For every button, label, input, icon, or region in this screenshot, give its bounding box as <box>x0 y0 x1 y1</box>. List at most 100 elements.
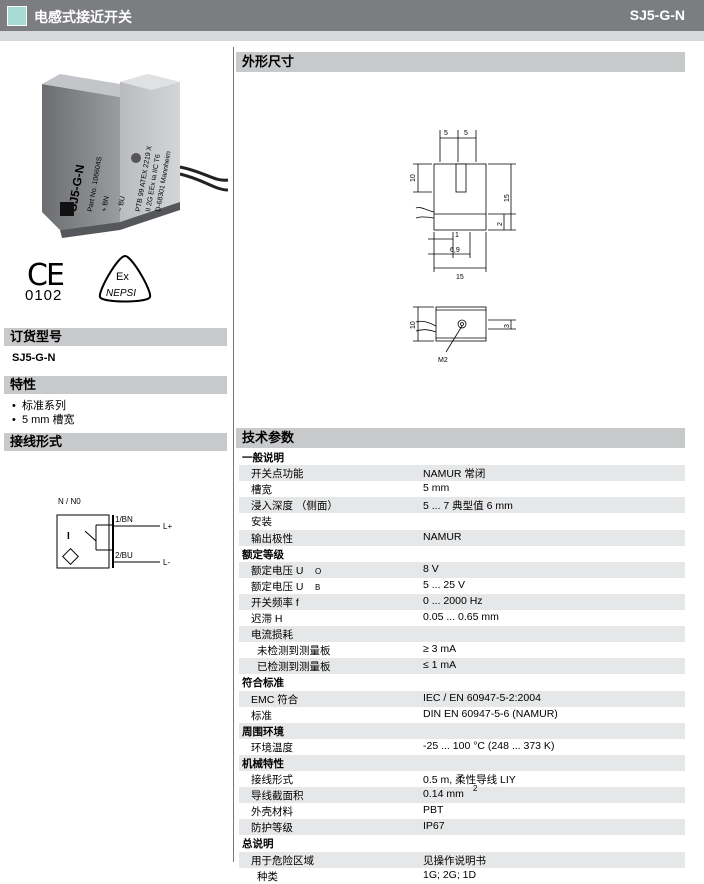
spec-label: 机械特性 <box>242 757 284 770</box>
spec-value: 0.05 ... 0.65 mm <box>423 611 499 623</box>
spec-label: 输出极性 <box>251 532 293 545</box>
spec-label: 槽宽 <box>251 484 272 497</box>
spec-label: 开关点功能 <box>251 468 304 481</box>
nepsi-ex-mark: Ex NEPSI <box>98 254 152 303</box>
spec-row: 槽宽 5 mm <box>239 481 685 497</box>
spec-category-row: 周围环境 <box>239 722 685 739</box>
spec-label: 外壳材料 <box>251 806 293 819</box>
feature-item: • 5 mm 槽宽 <box>12 414 75 426</box>
spec-value: 1G; 2G; 1D <box>423 868 477 881</box>
spec-label: 用于危险区域 <box>251 854 314 867</box>
dimensions-title: 外形尺寸 <box>242 54 295 69</box>
ce-number: 0102 <box>25 287 63 304</box>
spec-value: 0 ... 2000 Hz <box>423 594 483 607</box>
ex-label: Ex <box>116 271 129 283</box>
spec-value: 5 ... 7 典型值 6 mm <box>423 500 513 513</box>
dim-m2: M2 <box>438 357 448 364</box>
page-title: 电感式接近开关 <box>34 9 132 25</box>
spec-value: 5 ... 25 V <box>423 578 466 591</box>
spec-row: 导线截面积 0.14 mm 2 <box>239 784 685 804</box>
spec-label: 总说明 <box>242 838 274 851</box>
spec-row: 额定电压 U 5 ... 25 V B <box>239 578 685 594</box>
spec-row: 种类 1G; 2G; 1D <box>239 868 685 884</box>
wiring-diagram: N / N0 I 1/BN 2/BU L+ L- <box>56 497 172 569</box>
feature-text: 5 mm 槽宽 <box>21 414 75 426</box>
dim-3: 3 <box>504 324 511 328</box>
wiring-l-plus: L+ <box>163 522 172 531</box>
spec-label: 安装 <box>251 516 272 529</box>
spec-label: 种类 <box>257 870 278 883</box>
spec-row: 电流损耗 <box>239 626 685 643</box>
spec-value: -25 ... 100 °C (248 ... 373 K) <box>423 739 555 752</box>
wiring-label-n: N / N0 <box>58 497 81 506</box>
feature-item: • 标准系列 <box>12 400 66 412</box>
specs-title: 技术参数 <box>242 430 295 445</box>
spec-value: DIN EN 60947-5-6 (NAMUR) <box>423 707 558 720</box>
spec-label: 周围环境 <box>242 725 284 738</box>
dim-1: 1 <box>455 232 459 239</box>
brand-logo-icon <box>60 202 74 216</box>
dim-6-9: 6,9 <box>450 247 460 254</box>
header-band <box>0 31 704 41</box>
spec-category-row: 机械特性 <box>239 754 685 771</box>
spec-label: 电流损耗 <box>251 629 293 642</box>
spec-label: 接线形式 <box>251 774 293 786</box>
spec-value: 5 mm <box>423 482 450 495</box>
dim-5a: 5 <box>444 130 448 137</box>
spec-row: 已检测到测量板 ≤ 1 mA <box>239 658 685 675</box>
spec-value: PBT <box>423 804 444 817</box>
spec-row: 安装 <box>239 513 685 529</box>
wiring-pin1: 1/BN <box>115 515 133 524</box>
spec-label: 导线截面积 <box>251 790 304 803</box>
spec-label: 浸入深度 （侧面） <box>251 500 338 513</box>
spec-row: 输出极性 NAMUR <box>239 529 685 546</box>
spec-value: ≥ 3 mA <box>423 643 457 656</box>
spec-value: ≤ 1 mA <box>423 659 457 672</box>
spec-value: IP67 <box>423 820 445 833</box>
features-title: 特性 <box>10 377 37 392</box>
order-title: 订货型号 <box>10 329 63 344</box>
page-header: 电感式接近开关 SJ5-G-N <box>0 0 704 31</box>
order-section-header: 订货型号 <box>4 328 227 346</box>
spec-label: 防护等级 <box>251 822 293 835</box>
spec-value: NAMUR <box>423 530 462 543</box>
spec-label: EMC 符合 <box>251 693 299 706</box>
photo-text-bu: − BU <box>117 196 127 213</box>
spec-label-subscript: O <box>315 566 322 576</box>
header-square-icon <box>7 6 27 26</box>
spec-label: 已检测到测量板 <box>257 661 331 674</box>
spec-category-row: 总说明 <box>239 835 685 851</box>
ce-mark: CE <box>27 258 65 293</box>
wiring-section-header: 接线形式 <box>4 433 227 451</box>
spec-row: 浸入深度 （侧面） 5 ... 7 典型值 6 mm <box>239 497 685 514</box>
spec-label: 一般说明 <box>242 452 284 464</box>
spec-label: 符合标准 <box>242 677 284 690</box>
product-photo: SJ5-G-N Part No. 106604S PTB 99 ATEX 221… <box>42 74 229 238</box>
svg-text:I: I <box>67 531 70 542</box>
spec-category-row: 一般说明 <box>239 449 685 465</box>
spec-label: 开关频率 f <box>251 596 299 609</box>
spec-value: 0.5 m, 柔性导线 LIY <box>423 774 516 786</box>
spec-value-superscript: 2 <box>473 784 478 794</box>
spec-row: 用于危险区域见操作说明书 <box>239 851 685 868</box>
dim-15a: 15 <box>504 194 511 202</box>
spec-row: 环境温度 -25 ... 100 °C (248 ... 373 K) <box>239 739 685 755</box>
spec-row: 未检测到测量板 ≥ 3 mA <box>239 642 685 658</box>
spec-label: 环境温度 <box>251 741 293 754</box>
spec-value: IEC / EN 60947-5-2:2004 <box>423 691 541 704</box>
spec-value: 0.14 mm <box>423 788 464 801</box>
spec-label-subscript: B <box>315 582 321 592</box>
spec-category-row: 额定等级 <box>239 546 685 562</box>
spec-label: 未检测到测量板 <box>257 645 331 658</box>
spec-label: 迟滞 H <box>251 613 283 625</box>
spec-label: 额定电压 U <box>251 564 304 577</box>
order-model: SJ5-G-N <box>12 352 56 364</box>
dimensions-section-header: 外形尺寸 <box>236 52 685 72</box>
spec-label: 额定电压 U <box>251 580 304 593</box>
dim-5b: 5 <box>464 130 468 137</box>
column-divider <box>233 47 234 862</box>
dim-2: 2 <box>497 222 504 226</box>
features-section-header: 特性 <box>4 376 227 394</box>
